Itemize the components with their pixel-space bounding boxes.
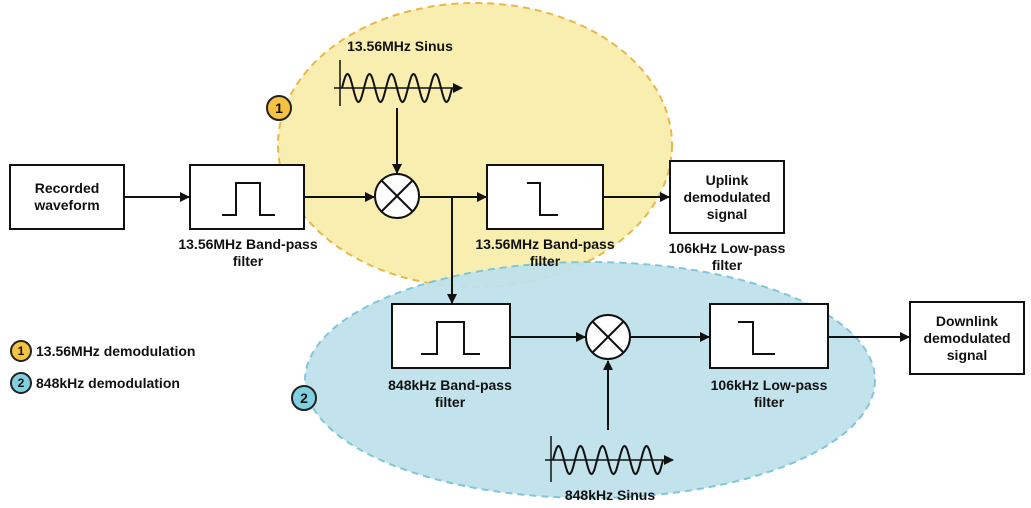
lpf-106khz-upper-label: 106kHz Low-pass filter [668, 240, 786, 273]
lowpass-filter-106khz-box [709, 303, 829, 369]
bandpass-filter-13-56mhz-box [189, 164, 305, 230]
bpf-848khz-label: 848kHz Band-pass filter [388, 377, 512, 410]
legend-badge-1: 1 [10, 340, 32, 362]
legend-text-1: 13.56MHz demodulation [36, 343, 196, 359]
recorded-waveform-box [9, 164, 125, 230]
lpf-106khz-lower-label: 106kHz Low-pass filter [710, 377, 828, 410]
lowpass-step-icon [527, 182, 558, 216]
legend-text-2: 848kHz demodulation [36, 375, 180, 391]
sinus-13-56mhz-label: 13.56MHz Sinus [347, 38, 453, 54]
mixer-multiply-icon [585, 314, 631, 360]
recorded-waveform-label: Recorded waveform [34, 180, 100, 213]
sinus-848khz-label: 848kHz Sinus [564, 487, 656, 503]
legend-badge-2: 2 [10, 372, 32, 394]
bandpass-filter-848khz-box [391, 303, 511, 369]
uplink-output-label: Uplink demodulated signal [683, 171, 771, 222]
lowpass-step-icon [738, 321, 775, 355]
mixer-multiply-icon [374, 173, 420, 219]
sine-wave-icon [334, 60, 463, 106]
region-2-badge: 2 [291, 385, 317, 411]
region-1-badge: 1 [266, 95, 292, 121]
downlink-output-label: Downlink demodulated signal [923, 312, 1011, 363]
bpf-13-56mhz-label: 13.56MHz Band-pass filter [178, 236, 318, 269]
legend-item-2: 2 848kHz demodulation [10, 372, 180, 394]
sine-wave-icon [545, 436, 674, 482]
bandpass-pulse-icon [421, 321, 480, 355]
bandpass-pulse-icon [222, 182, 275, 216]
bpf-13-56mhz-label-2: 13.56MHz Band-pass filter [475, 236, 615, 269]
uplink-output-box [669, 160, 785, 234]
legend-item-1: 1 13.56MHz demodulation [10, 340, 195, 362]
lowpass-filter-upper-box [486, 164, 604, 230]
downlink-output-box [909, 301, 1025, 375]
